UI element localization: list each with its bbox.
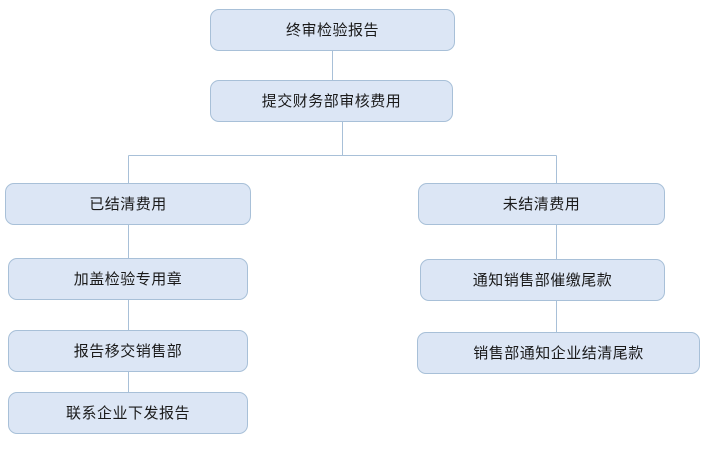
node-contact-enterprise-issue-report[interactable]: 联系企业下发报告 — [8, 392, 248, 434]
node-submit-finance-review-fee[interactable]: 提交财务部审核费用 — [210, 80, 453, 122]
node-label: 提交财务部审核费用 — [261, 92, 402, 110]
node-report-transfer-to-sales[interactable]: 报告移交销售部 — [8, 330, 248, 372]
node-label: 通知销售部催缴尾款 — [472, 271, 613, 289]
node-label: 终审检验报告 — [285, 21, 379, 39]
node-sales-notify-enterprise-settle-balance[interactable]: 销售部通知企业结清尾款 — [417, 332, 700, 374]
node-label: 报告移交销售部 — [73, 342, 183, 360]
node-label: 联系企业下发报告 — [65, 404, 190, 422]
node-label: 已结清费用 — [89, 195, 167, 213]
node-label: 销售部通知企业结清尾款 — [473, 344, 644, 362]
node-fees-unsettled[interactable]: 未结清费用 — [418, 183, 665, 225]
node-label: 未结清费用 — [502, 195, 581, 213]
node-final-inspection-report[interactable]: 终审检验报告 — [210, 9, 455, 51]
node-notify-sales-collect-balance[interactable]: 通知销售部催缴尾款 — [420, 259, 665, 301]
node-label: 加盖检验专用章 — [73, 270, 183, 288]
node-affix-inspection-seal[interactable]: 加盖检验专用章 — [8, 258, 248, 300]
node-fees-settled[interactable]: 已结清费用 — [5, 183, 251, 225]
